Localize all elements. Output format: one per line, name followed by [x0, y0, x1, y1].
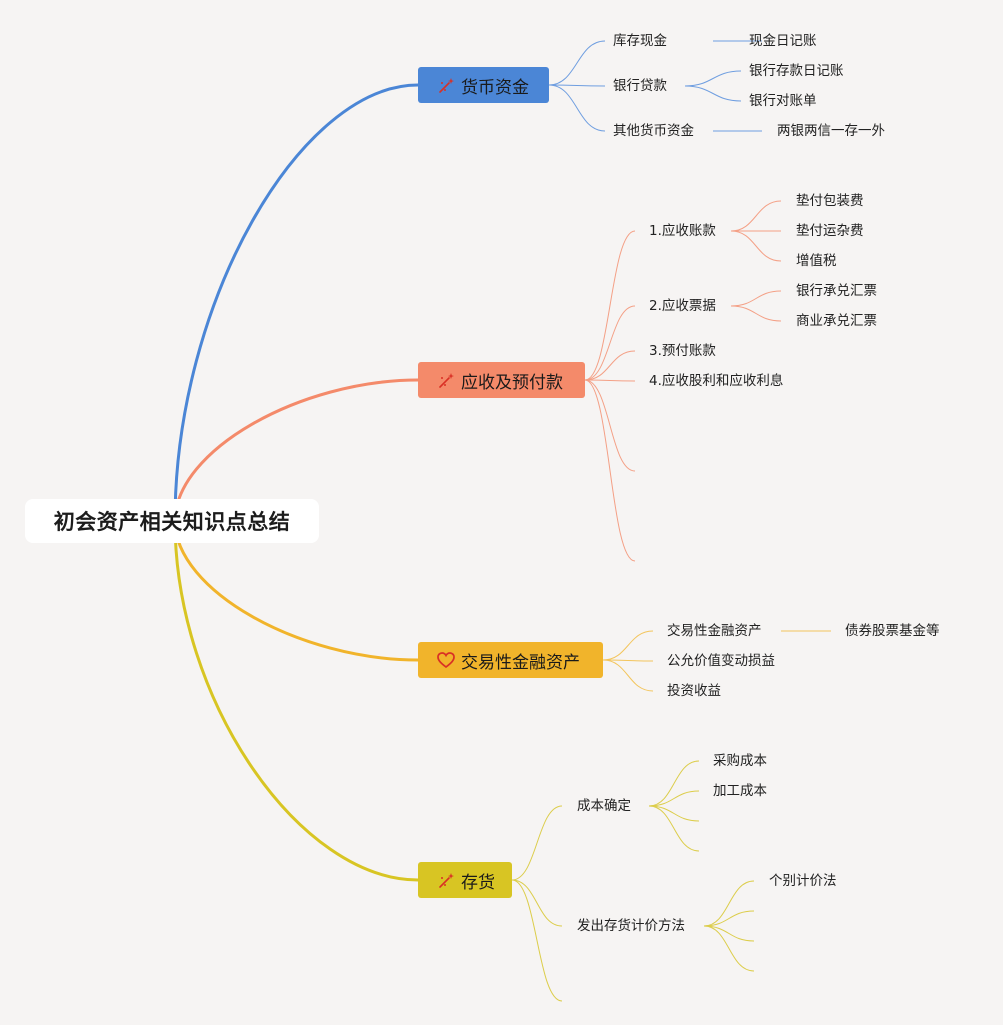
root-topic[interactable]: 初会资产相关知识点总结	[25, 499, 319, 543]
sub-connector	[602, 659, 654, 692]
topic-accounts-receivable[interactable]: 1.应收账款	[649, 223, 716, 239]
leaf-connector	[648, 790, 700, 807]
sub-connector	[602, 659, 654, 662]
topic-purchase-cost[interactable]: 采购成本	[713, 753, 767, 769]
root-title: 初会资产相关知识点总结	[53, 510, 291, 534]
topic-notes-receivable[interactable]: 2.应收票据	[649, 298, 716, 314]
topic-specific-identification[interactable]: 个别计价法	[769, 873, 837, 889]
leaf-connector	[648, 805, 700, 822]
branch-trading-assets[interactable]: 交易性金融资产	[418, 642, 603, 678]
leaf-connector	[730, 290, 782, 307]
sub-connector	[584, 379, 636, 382]
topic-packaging-fee[interactable]: 垫付包装费	[796, 193, 864, 209]
sub-connector	[511, 879, 563, 927]
leaf-connector	[703, 925, 755, 972]
sub-connector	[602, 630, 654, 661]
topic-dividends-interest[interactable]: 4.应收股利和应收利息	[649, 373, 784, 389]
sub-connector	[584, 379, 636, 562]
branch-label: 存货	[461, 872, 495, 893]
topic-bonds-stocks-funds[interactable]: 债券股票基金等	[845, 623, 940, 639]
leaf-connector	[648, 760, 700, 807]
main-branch-connector	[173, 520, 419, 882]
sub-connector	[584, 379, 636, 472]
leaf-connector	[703, 880, 755, 927]
main-branch-connector	[173, 520, 419, 662]
topic-trading-financial-assets[interactable]: 交易性金融资产	[667, 623, 762, 639]
topic-outbound-valuation[interactable]: 发出存货计价方法	[577, 918, 685, 934]
branch-receivables[interactable]: 应收及预付款	[418, 362, 585, 398]
sub-connector	[584, 350, 636, 381]
topic-fair-value-change[interactable]: 公允价值变动损益	[667, 653, 775, 669]
leaf-connector	[684, 70, 742, 87]
topic-prepayments[interactable]: 3.预付账款	[649, 343, 716, 359]
sub-connector	[548, 40, 606, 86]
leaf-connector	[730, 230, 782, 262]
leaf-connector	[703, 925, 755, 942]
topic-bank-acceptance[interactable]: 银行承兑汇票	[796, 283, 877, 299]
branch-monetary-funds[interactable]: 货币资金	[418, 67, 549, 103]
sub-connector	[584, 305, 636, 381]
sub-connector	[548, 84, 606, 132]
leaf-connector	[703, 910, 755, 927]
sub-connector	[548, 84, 606, 87]
sparkle-icon	[439, 373, 454, 388]
heart-icon	[437, 652, 455, 669]
sub-connector	[584, 230, 636, 381]
leaf-connector	[684, 85, 742, 102]
topic-other-funds-detail[interactable]: 两银两信一存一外	[777, 123, 885, 139]
topic-cash-on-hand[interactable]: 库存现金	[613, 33, 667, 49]
topic-freight-fee[interactable]: 垫付运杂费	[796, 223, 864, 239]
topic-cash-journal[interactable]: 现金日记账	[749, 33, 817, 49]
topic-bank-deposit-journal[interactable]: 银行存款日记账	[749, 63, 844, 79]
branch-label: 交易性金融资产	[461, 652, 580, 673]
topic-cost-determination[interactable]: 成本确定	[577, 798, 631, 814]
main-branch-connector	[173, 378, 419, 522]
branch-label: 货币资金	[461, 77, 529, 98]
main-branch-connector	[173, 83, 419, 522]
sparkle-icon	[439, 873, 454, 888]
leaf-connector	[730, 305, 782, 322]
topic-commercial-acceptance[interactable]: 商业承兑汇票	[796, 313, 877, 329]
topic-other-monetary-funds[interactable]: 其他货币资金	[613, 123, 694, 139]
branch-label: 应收及预付款	[461, 372, 563, 393]
topic-vat[interactable]: 增值税	[796, 253, 837, 269]
topic-processing-cost[interactable]: 加工成本	[713, 783, 767, 799]
branch-inventory[interactable]: 存货	[418, 862, 512, 898]
topic-bank-loans[interactable]: 银行贷款	[613, 78, 667, 94]
topic-investment-income[interactable]: 投资收益	[667, 683, 721, 699]
topic-bank-statement[interactable]: 银行对账单	[749, 93, 817, 109]
leaf-connector	[648, 805, 700, 852]
sub-connector	[511, 805, 563, 881]
leaf-connector	[730, 200, 782, 232]
sparkle-icon	[439, 78, 454, 93]
sub-connector	[511, 879, 563, 1002]
